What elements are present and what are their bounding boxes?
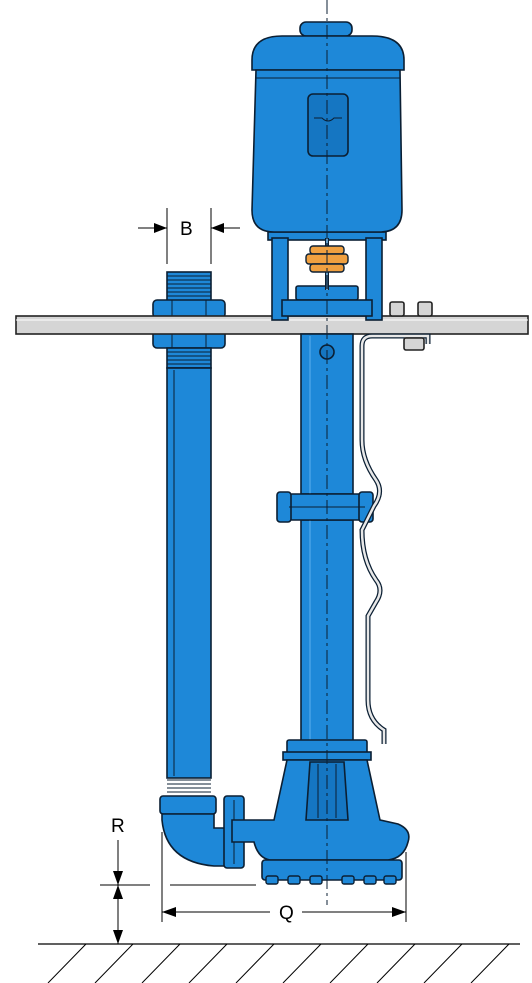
dimension-b — [138, 208, 240, 264]
dimension-r — [100, 840, 256, 944]
dimension-b-label: B — [180, 219, 193, 240]
ground-floor — [38, 943, 520, 983]
pump-casing — [231, 759, 410, 885]
dimension-q — [161, 832, 407, 922]
dimension-q-label: Q — [279, 903, 294, 924]
electric-motor — [251, 21, 405, 233]
discharge-pipe — [152, 271, 245, 869]
dimension-r-label: R — [111, 816, 125, 837]
lube-tube — [359, 301, 433, 744]
pump-column — [276, 333, 374, 761]
